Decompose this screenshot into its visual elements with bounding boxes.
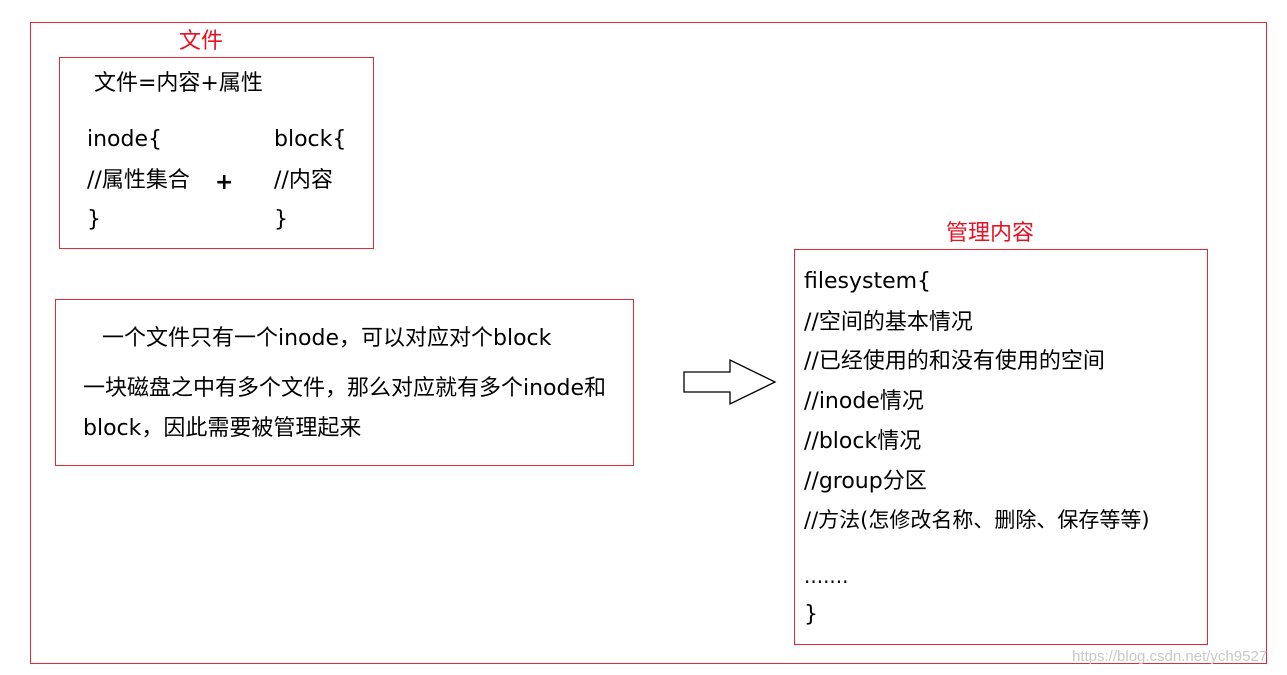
management-line: filesystem{	[804, 269, 932, 294]
management-line: //inode情况	[804, 389, 924, 414]
management-line: //block情况	[804, 429, 922, 454]
block-close: }	[274, 207, 288, 232]
management-title: 管理内容	[946, 221, 1035, 246]
block-comment: //内容	[274, 168, 333, 193]
outer-frame	[30, 22, 1267, 664]
description-line-3: block，因此需要被管理起来	[83, 416, 362, 441]
management-line: //group分区	[804, 469, 927, 494]
description-line-1: 一个文件只有一个inode，可以对应对个block	[102, 326, 552, 351]
management-line: //方法(怎修改名称、删除、保存等等)	[804, 508, 1150, 532]
plus-sign: +	[215, 170, 234, 195]
management-line: }	[804, 602, 818, 627]
inode-comment: //属性集合	[87, 168, 190, 193]
management-line: //空间的基本情况	[804, 310, 973, 335]
inode-open: inode{	[87, 127, 163, 152]
file-box	[59, 57, 374, 249]
description-box	[55, 299, 634, 466]
file-section-title: 文件	[179, 29, 224, 54]
inode-close: }	[87, 207, 101, 232]
management-line: //已经使用的和没有使用的空间	[804, 349, 1105, 374]
management-line: .......	[804, 564, 849, 588]
description-line-2: 一块磁盘之中有多个文件，那么对应就有多个inode和	[83, 376, 607, 401]
file-formula: 文件=内容+属性	[94, 71, 263, 96]
watermark: https://blog.csdn.net/ych9527	[1072, 648, 1268, 665]
management-box	[794, 249, 1208, 645]
right-arrow-icon	[683, 358, 777, 406]
block-open: block{	[274, 127, 347, 152]
